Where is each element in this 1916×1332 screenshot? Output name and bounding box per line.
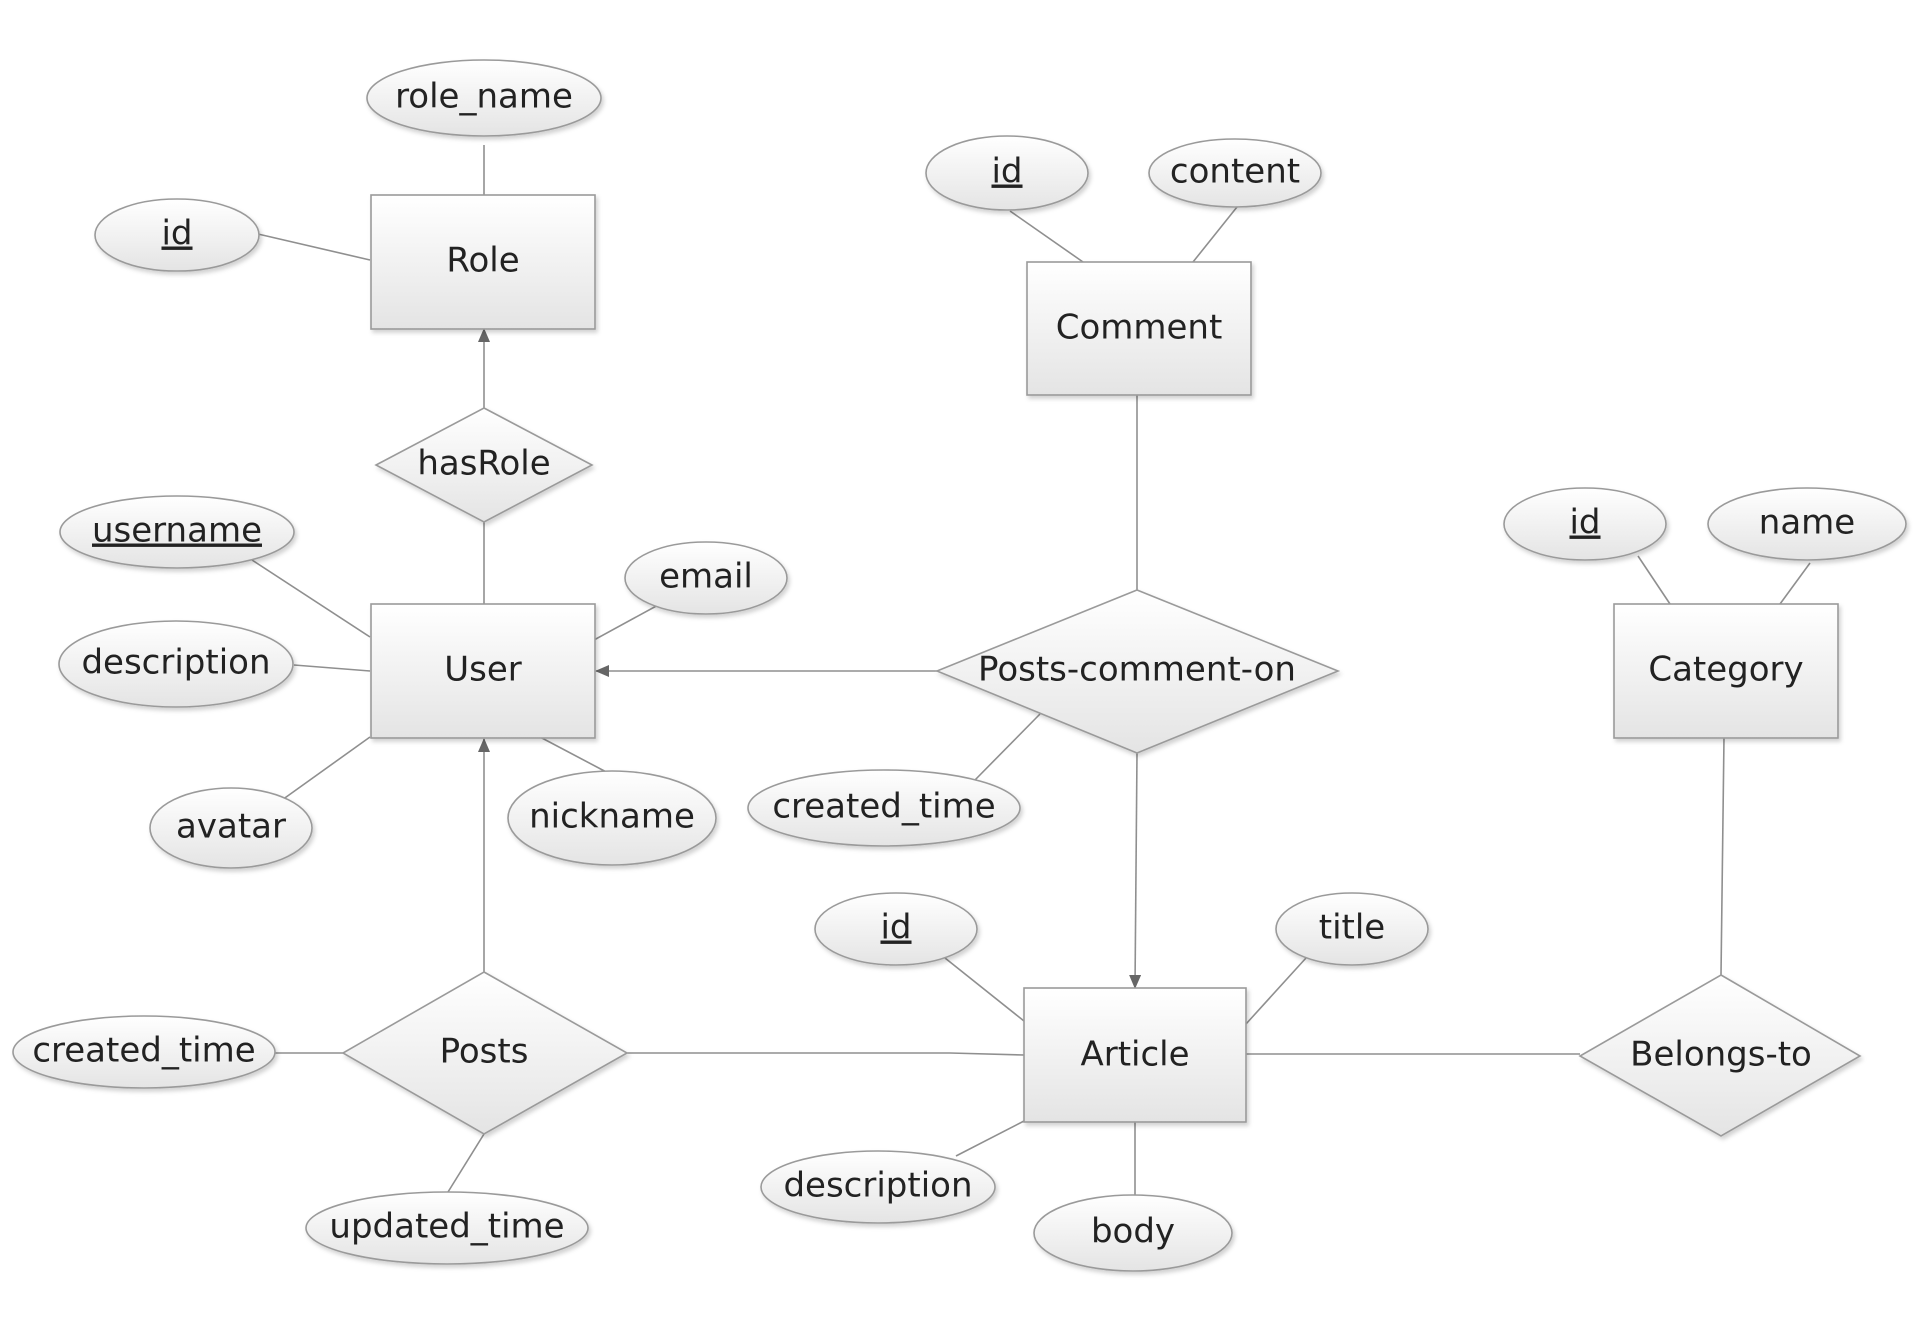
attribute-title[interactable]: title bbox=[1275, 892, 1429, 966]
edge-pco-created-time bbox=[973, 713, 1041, 782]
edge-posts-article bbox=[627, 1052, 1025, 1056]
relationship-posts[interactable]: Posts bbox=[341, 971, 629, 1135]
relationship-hasrole-label: hasRole bbox=[417, 444, 550, 484]
relationship-belongs-to-label: Belongs-to bbox=[1630, 1035, 1812, 1075]
edge-user-description bbox=[293, 664, 371, 672]
entity-article-label: Article bbox=[1080, 1035, 1189, 1075]
attribute-comment-id-label: id bbox=[991, 152, 1022, 192]
edge-category-belongs-to bbox=[1720, 736, 1725, 976]
attribute-pco-created-time-label: created_time bbox=[772, 787, 995, 827]
edge-posts-updated-time bbox=[447, 1133, 485, 1193]
attribute-body-label: body bbox=[1091, 1212, 1175, 1252]
edge-role-id bbox=[257, 233, 371, 261]
edge-user-nickname bbox=[539, 736, 613, 776]
attribute-email[interactable]: email bbox=[624, 541, 788, 615]
entity-category-label: Category bbox=[1648, 650, 1803, 690]
attribute-category-id[interactable]: id bbox=[1503, 487, 1667, 561]
attribute-username-label: username bbox=[92, 511, 262, 551]
attribute-content[interactable]: content bbox=[1148, 138, 1322, 208]
edge-user-email bbox=[593, 603, 661, 641]
edge-comment-content bbox=[1192, 206, 1238, 263]
attribute-avatar[interactable]: avatar bbox=[149, 787, 313, 869]
attribute-article-description[interactable]: description bbox=[760, 1150, 996, 1224]
entity-comment-label: Comment bbox=[1056, 308, 1223, 348]
attribute-user-description[interactable]: description bbox=[58, 620, 294, 708]
attribute-updated-time-label: updated_time bbox=[329, 1207, 564, 1247]
entity-user-label: User bbox=[444, 650, 522, 690]
attribute-role-name-label: role_name bbox=[395, 77, 573, 117]
attribute-body[interactable]: body bbox=[1033, 1194, 1233, 1272]
edge-article-id bbox=[944, 957, 1025, 1022]
attribute-title-label: title bbox=[1319, 908, 1385, 948]
attribute-posts-created-time-label: created_time bbox=[32, 1031, 255, 1071]
attribute-pco-created-time[interactable]: created_time bbox=[747, 769, 1021, 847]
attribute-article-description-label: description bbox=[783, 1166, 972, 1206]
relationship-hasrole[interactable]: hasRole bbox=[374, 407, 594, 523]
entity-role[interactable]: Role bbox=[370, 194, 596, 330]
attribute-nickname-label: nickname bbox=[529, 797, 695, 837]
entity-comment[interactable]: Comment bbox=[1026, 261, 1252, 396]
relationship-posts-comment-on[interactable]: Posts-comment-on bbox=[934, 589, 1341, 754]
attribute-username[interactable]: username bbox=[59, 495, 295, 569]
relationship-posts-label: Posts bbox=[440, 1032, 529, 1072]
attribute-content-label: content bbox=[1170, 152, 1300, 192]
attribute-updated-time[interactable]: updated_time bbox=[305, 1191, 589, 1265]
relationship-belongs-to[interactable]: Belongs-to bbox=[1578, 974, 1862, 1137]
edge-article-title bbox=[1245, 957, 1307, 1025]
attribute-name-label: name bbox=[1759, 503, 1855, 543]
edge-category-name bbox=[1779, 562, 1811, 605]
edge-user-avatar bbox=[281, 736, 371, 801]
relationship-posts-comment-on-label: Posts-comment-on bbox=[978, 650, 1296, 690]
edge-comment-id bbox=[1009, 210, 1084, 263]
attribute-nickname[interactable]: nickname bbox=[507, 770, 717, 866]
entity-user[interactable]: User bbox=[370, 603, 596, 739]
entity-category[interactable]: Category bbox=[1613, 603, 1839, 739]
attribute-role-id[interactable]: id bbox=[94, 198, 260, 272]
attribute-name[interactable]: name bbox=[1707, 487, 1907, 561]
entity-role-label: Role bbox=[446, 241, 519, 281]
entity-article[interactable]: Article bbox=[1023, 987, 1247, 1123]
edge-pco-article bbox=[1129, 752, 1142, 989]
edge-user-username bbox=[251, 559, 371, 638]
attribute-article-id-label: id bbox=[880, 908, 911, 948]
attribute-comment-id[interactable]: id bbox=[925, 135, 1089, 211]
edges bbox=[251, 145, 1811, 1196]
attribute-article-id[interactable]: id bbox=[814, 892, 978, 966]
attribute-user-description-label: description bbox=[81, 643, 270, 683]
attribute-email-label: email bbox=[659, 557, 753, 597]
edge-category-id bbox=[1637, 555, 1671, 605]
edge-article-description bbox=[955, 1120, 1025, 1157]
attribute-role-id-label: id bbox=[161, 214, 192, 254]
attribute-posts-created-time[interactable]: created_time bbox=[12, 1015, 276, 1089]
attribute-avatar-label: avatar bbox=[176, 807, 286, 847]
attribute-category-id-label: id bbox=[1569, 503, 1600, 543]
attribute-role-name[interactable]: role_name bbox=[366, 59, 602, 137]
